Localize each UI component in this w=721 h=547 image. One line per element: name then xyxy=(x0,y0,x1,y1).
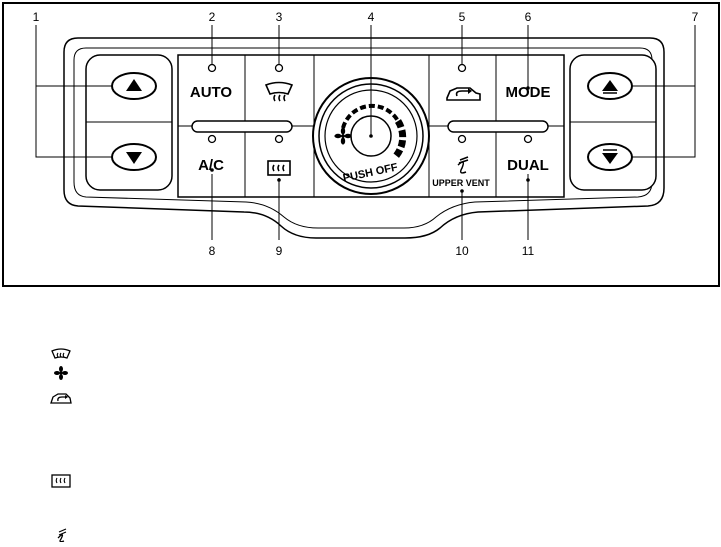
fan-icon xyxy=(54,366,68,380)
air-recirculation-icon xyxy=(50,393,72,404)
air-recirculation-icon xyxy=(446,87,481,101)
callout-9: 9 xyxy=(276,244,283,258)
upper-vent-button[interactable]: UPPER VENT xyxy=(432,178,490,188)
upper-vent-icon xyxy=(457,156,469,174)
front-defroster-button[interactable] xyxy=(264,81,294,102)
auto-button[interactable]: AUTO xyxy=(190,84,233,101)
callout-7: 7 xyxy=(692,10,699,24)
recirculation-indicator xyxy=(457,63,467,73)
ac-indicator xyxy=(207,134,217,144)
up-arrow-icon xyxy=(602,80,618,91)
temp-down-button-right[interactable] xyxy=(587,143,633,171)
front-defroster-icon xyxy=(264,81,294,102)
dual-indicator xyxy=(523,134,533,144)
auto-indicator xyxy=(207,63,217,73)
front-defroster-icon xyxy=(51,348,71,359)
recirculation-button[interactable] xyxy=(446,87,481,101)
rear-defroster-icon xyxy=(267,160,291,176)
callout-dots xyxy=(210,86,530,193)
callout-10: 10 xyxy=(455,244,469,258)
callout-2: 2 xyxy=(209,10,216,24)
callout-6: 6 xyxy=(525,10,532,24)
down-arrow-icon xyxy=(602,153,618,164)
fan-icon xyxy=(334,127,352,145)
dual-button[interactable]: DUAL xyxy=(507,157,549,174)
callout-8: 8 xyxy=(209,244,216,258)
ac-button[interactable]: A/C xyxy=(198,157,224,174)
rear-defroster-icon xyxy=(51,474,71,488)
temp-down-button-left[interactable] xyxy=(111,143,157,171)
upper-vent-icon xyxy=(57,528,67,542)
temp-up-button-right[interactable] xyxy=(587,72,633,100)
right-indicator-slot xyxy=(447,120,549,133)
front-defrost-indicator xyxy=(274,63,284,73)
upper-vent-indicator xyxy=(457,134,467,144)
mode-button[interactable]: MODE xyxy=(506,84,551,101)
temp-up-button-left[interactable] xyxy=(111,72,157,100)
climate-control-diagram: AUTO MODE A/C DUAL UPPER VENT xyxy=(2,2,720,287)
left-indicator-slot xyxy=(191,120,293,133)
callout-1: 1 xyxy=(33,10,40,24)
callout-4: 4 xyxy=(368,10,375,24)
diagram-frame xyxy=(2,2,720,287)
rear-defroster-button[interactable] xyxy=(267,160,291,176)
rear-defrost-indicator xyxy=(274,134,284,144)
up-arrow-icon xyxy=(126,79,142,91)
down-arrow-icon xyxy=(126,152,142,164)
callout-5: 5 xyxy=(459,10,466,24)
callout-11: 11 xyxy=(522,244,535,258)
callout-3: 3 xyxy=(276,10,283,24)
callout-lines xyxy=(35,25,696,240)
